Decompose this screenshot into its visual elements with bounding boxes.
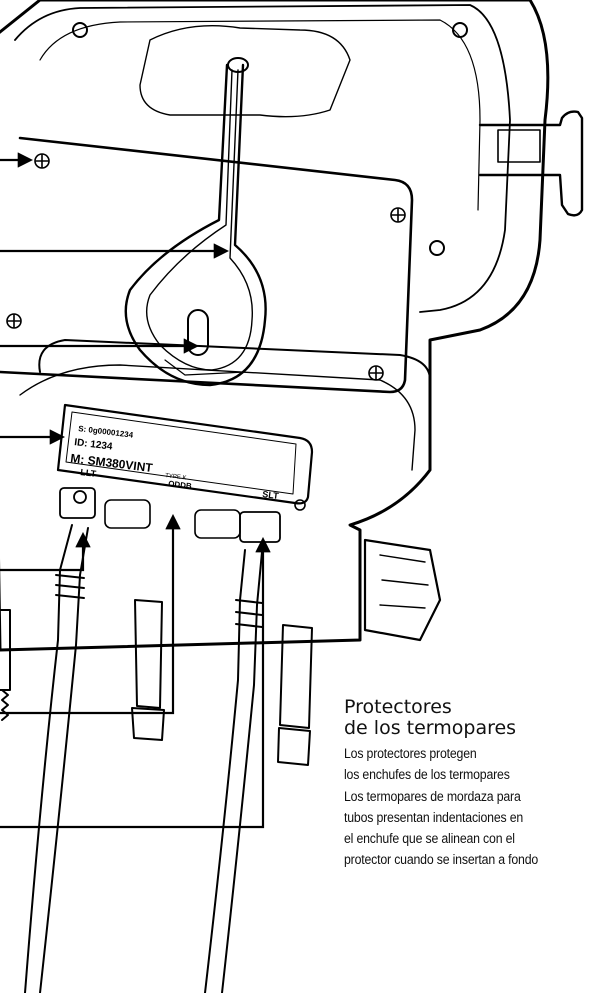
screw-top-left bbox=[72, 22, 88, 38]
caption: Protectores de los termopares Los protec… bbox=[344, 697, 600, 871]
callout-right-guard bbox=[0, 536, 271, 829]
serial-label: S: 0g00001234 bbox=[78, 424, 134, 440]
caption-title-line2: de los termopares bbox=[344, 717, 517, 739]
caption-body-line: los enchufes de los termopares bbox=[344, 767, 510, 783]
id-label: ID: 1234 bbox=[74, 437, 114, 453]
port-right-label: SLT bbox=[262, 489, 280, 501]
caption-body-line: Los protectores protegen bbox=[344, 746, 477, 761]
device-housing bbox=[0, 0, 550, 652]
back-panel bbox=[0, 136, 414, 394]
caption-title-line1: Protectores bbox=[344, 696, 452, 718]
type-code: ODDB bbox=[168, 479, 193, 491]
thermocouple-cables bbox=[24, 524, 263, 993]
type-label: TYPE K bbox=[165, 473, 187, 482]
side-handle bbox=[478, 110, 584, 217]
id-plate bbox=[56, 403, 314, 505]
callout-left-guard bbox=[0, 531, 91, 572]
screw-top-right bbox=[452, 22, 468, 38]
hang-hook bbox=[124, 57, 267, 387]
callout-valve bbox=[0, 513, 181, 715]
caption-body: Los protectores protegen los enchufes de… bbox=[344, 743, 580, 871]
caption-body-line: Los termopares de mordaza para bbox=[344, 788, 521, 804]
caption-body-line: tubos presentan indentaciones en bbox=[344, 809, 524, 825]
caption-body-line: protector cuando se insertan a fondo bbox=[344, 852, 539, 868]
caption-body-line: el enchufe que se alinean con el bbox=[344, 831, 515, 847]
port-left-label: LLT bbox=[80, 467, 97, 479]
